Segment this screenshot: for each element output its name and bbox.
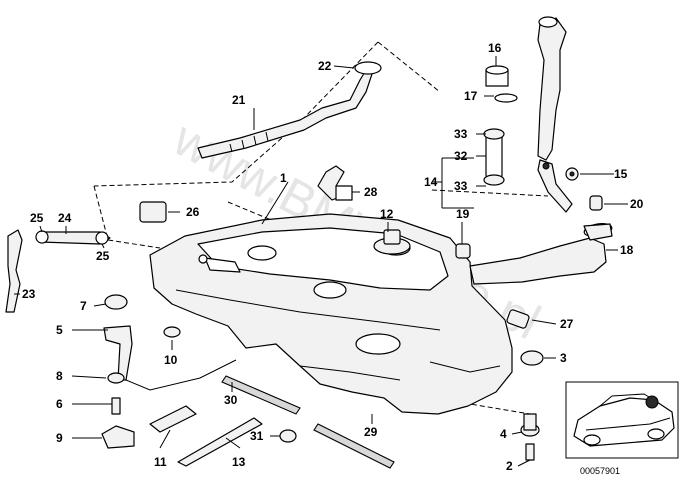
callout-23: 23: [22, 287, 36, 301]
filler-pipe-assembly: [469, 16, 613, 285]
left-hose-assembly: [5, 229, 111, 313]
callout-3: 3: [560, 351, 567, 365]
vent-hose: [197, 61, 382, 159]
callout-13: 13: [232, 455, 246, 469]
callout-14: 14: [424, 175, 438, 189]
callout-6: 6: [56, 397, 63, 411]
callout-15: 15: [614, 167, 628, 181]
callout-28: 28: [364, 185, 378, 199]
callout-19: 19: [456, 207, 470, 221]
callout-17: 17: [464, 89, 478, 103]
callout-10: 10: [164, 353, 178, 367]
callout-33-bottom: 33: [454, 179, 468, 193]
callout-33-top: 33: [454, 127, 468, 141]
callout-18: 18: [620, 243, 634, 257]
callout-1: 1: [280, 171, 287, 185]
callout-25-left: 25: [30, 211, 44, 225]
callout-8: 8: [56, 369, 63, 383]
callout-16: 16: [488, 41, 502, 55]
callout-5: 5: [56, 323, 63, 337]
callout-32: 32: [454, 149, 468, 163]
callout-24: 24: [58, 211, 72, 225]
callout-4: 4: [500, 427, 507, 441]
callout-9: 9: [56, 431, 63, 445]
drawing-number: 00057901: [580, 466, 620, 476]
callout-11: 11: [154, 455, 167, 469]
leader-lines: [14, 56, 628, 467]
callout-27: 27: [560, 317, 574, 331]
callout-21: 21: [232, 93, 246, 107]
callout-26: 26: [186, 205, 200, 219]
callout-29: 29: [364, 425, 378, 439]
small-parts: [101, 128, 603, 469]
callout-2: 2: [506, 459, 513, 473]
callout-numbers: 1 2 3 4 5 6 7 8 9 10 11 12 13 14 15 16 1…: [22, 41, 644, 473]
callout-7: 7: [80, 299, 87, 313]
callout-22: 22: [318, 59, 332, 73]
callout-12: 12: [380, 207, 394, 221]
vehicle-location-inset: 00057901: [565, 381, 679, 476]
callout-25-right: 25: [96, 249, 110, 263]
callout-30: 30: [224, 393, 238, 407]
callout-20: 20: [630, 197, 644, 211]
callout-31: 31: [250, 429, 264, 443]
location-marker-icon: [645, 395, 659, 409]
